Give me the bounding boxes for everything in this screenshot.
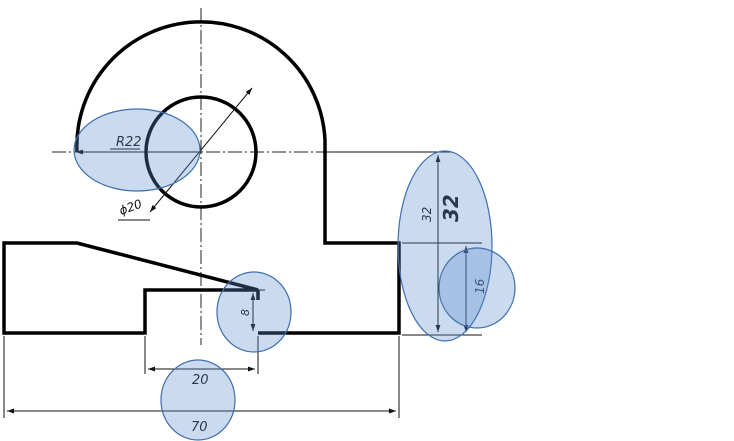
diameter-dimension-line (149, 87, 253, 213)
highlight-slot-depth (216, 271, 292, 353)
highlight-height-step (438, 247, 516, 329)
highlight-radius (73, 108, 201, 192)
label-radius: R22 (116, 135, 142, 150)
outer-contour (2, 20, 401, 335)
label-height-total: 32 (420, 207, 434, 222)
label-slot-depth: 8 (239, 309, 252, 316)
label-height-step: 16 (473, 278, 487, 294)
part-outline (2, 20, 401, 335)
label-overall-width: 70 (191, 420, 208, 435)
highlight-overlays (73, 108, 516, 441)
dimension-labels: R22 ϕ20 32 32 16 8 20 70 (116, 135, 487, 435)
dimension-lines (3, 87, 482, 418)
highlight-height-total (397, 150, 493, 342)
highlight-overall-width (160, 359, 236, 441)
label-diameter: ϕ20 (117, 197, 144, 218)
label-height-overlay: 32 (439, 194, 463, 222)
label-slot-width: 20 (192, 373, 209, 388)
